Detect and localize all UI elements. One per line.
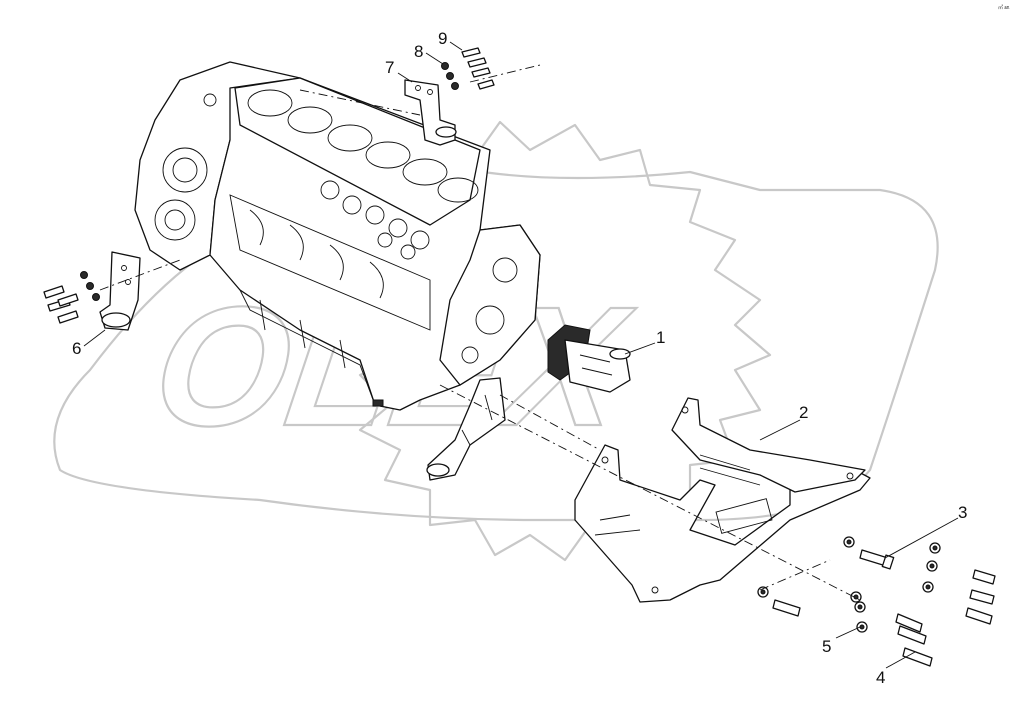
- bolts-right: [965, 569, 996, 625]
- callout-5: 5: [822, 637, 831, 656]
- callout-4: 4: [876, 668, 885, 687]
- bolts-part-4: [772, 599, 933, 667]
- bolts-part-9: [461, 47, 495, 90]
- mount-part-1: [547, 324, 631, 393]
- callout-2: 2: [799, 403, 808, 422]
- callout-9: 9: [438, 29, 447, 48]
- washers-right: [843, 536, 941, 593]
- bolts-part-6: [43, 285, 79, 324]
- callout-3: 3: [958, 503, 967, 522]
- front-support-bracket: [426, 377, 506, 481]
- washers-part-5: [757, 586, 868, 633]
- bracket-part-7: [404, 79, 457, 146]
- callout-7: 7: [385, 58, 394, 77]
- engine-block: [134, 61, 541, 411]
- corner-mark: ㎡ ㏂: [998, 4, 1009, 11]
- washers-part-8: [441, 62, 459, 90]
- washers-part-6: [80, 271, 100, 301]
- callout-8: 8: [414, 42, 423, 61]
- callout-labels: 1 2 3 4 5 6 7 8 9: [72, 29, 967, 687]
- bracket-part-6: [99, 251, 141, 331]
- leader-lines: [83, 41, 959, 669]
- assembly-lines: [99, 64, 861, 601]
- frame-part-2: [574, 397, 871, 603]
- bolt-part-3: [859, 549, 895, 570]
- callout-6: 6: [72, 339, 81, 358]
- callout-1: 1: [656, 328, 665, 347]
